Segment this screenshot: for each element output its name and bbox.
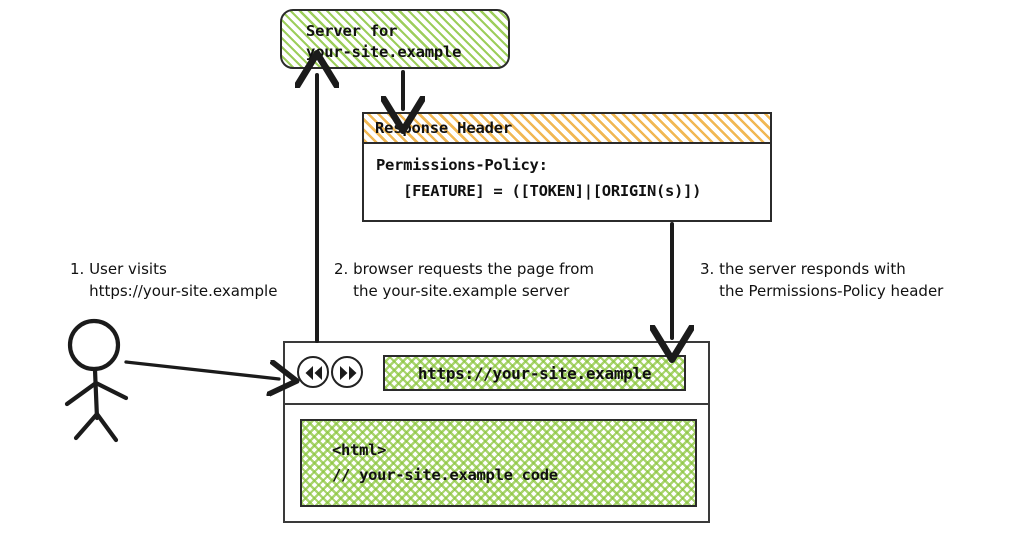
response-header-box: Response Header Permissions-Policy: [FEA…: [362, 112, 772, 222]
server-label-line2: your-site.example: [306, 43, 462, 61]
url-text: https://your-site.example: [417, 363, 652, 383]
response-header-title: Response Header: [375, 119, 512, 137]
stick-figure-left-arm: [64, 380, 99, 407]
page-code-line2: // your-site.example code: [332, 466, 558, 484]
rewind-icon[interactable]: [297, 356, 329, 388]
stick-figure-head: [67, 318, 121, 372]
stick-figure-user: [64, 318, 129, 443]
arrow-user-to-browser: [124, 362, 279, 379]
stick-figure-body: [92, 367, 100, 421]
caption-step-2: 2. browser requests the page from the yo…: [334, 258, 594, 302]
caption-1-line2: https://your-site.example: [70, 282, 278, 300]
caption-step-1: 1. User visits https://your-site.example: [70, 258, 277, 302]
stick-figure-right-leg: [94, 411, 119, 443]
permissions-policy-key: Permissions-Policy:: [376, 156, 548, 174]
page-code-line1: <html>: [332, 441, 387, 459]
caption-step-3: 3. the server responds with the Permissi…: [700, 258, 943, 302]
server-box-label: Server for your-site.example: [306, 21, 461, 63]
page-content-area: <html> // your-site.example code: [300, 419, 697, 507]
response-header-title-bar: Response Header: [364, 114, 770, 144]
url-bar[interactable]: https://your-site.example: [383, 355, 686, 391]
browser-window: https://your-site.example <html> // your…: [283, 341, 710, 523]
server-label-line1: Server for: [306, 22, 398, 40]
permissions-policy-value: [FEATURE] = ([TOKEN]|[ORIGIN(s)]): [376, 182, 702, 200]
fast-forward-icon[interactable]: [331, 356, 363, 388]
caption-3-line1: 3. the server responds with: [700, 260, 906, 278]
stick-figure-right-arm: [93, 380, 129, 401]
stick-figure-left-leg: [73, 411, 100, 441]
caption-2-line1: 2. browser requests the page from: [334, 260, 594, 278]
browser-toolbar: https://your-site.example: [285, 343, 708, 405]
caption-2-line2: the your-site.example server: [334, 282, 570, 300]
caption-1-line1: 1. User visits: [70, 260, 167, 278]
caption-3-line2: the Permissions-Policy header: [700, 282, 944, 300]
response-header-body: Permissions-Policy: [FEATURE] = ([TOKEN]…: [364, 144, 770, 222]
server-box: Server for your-site.example: [280, 9, 510, 69]
